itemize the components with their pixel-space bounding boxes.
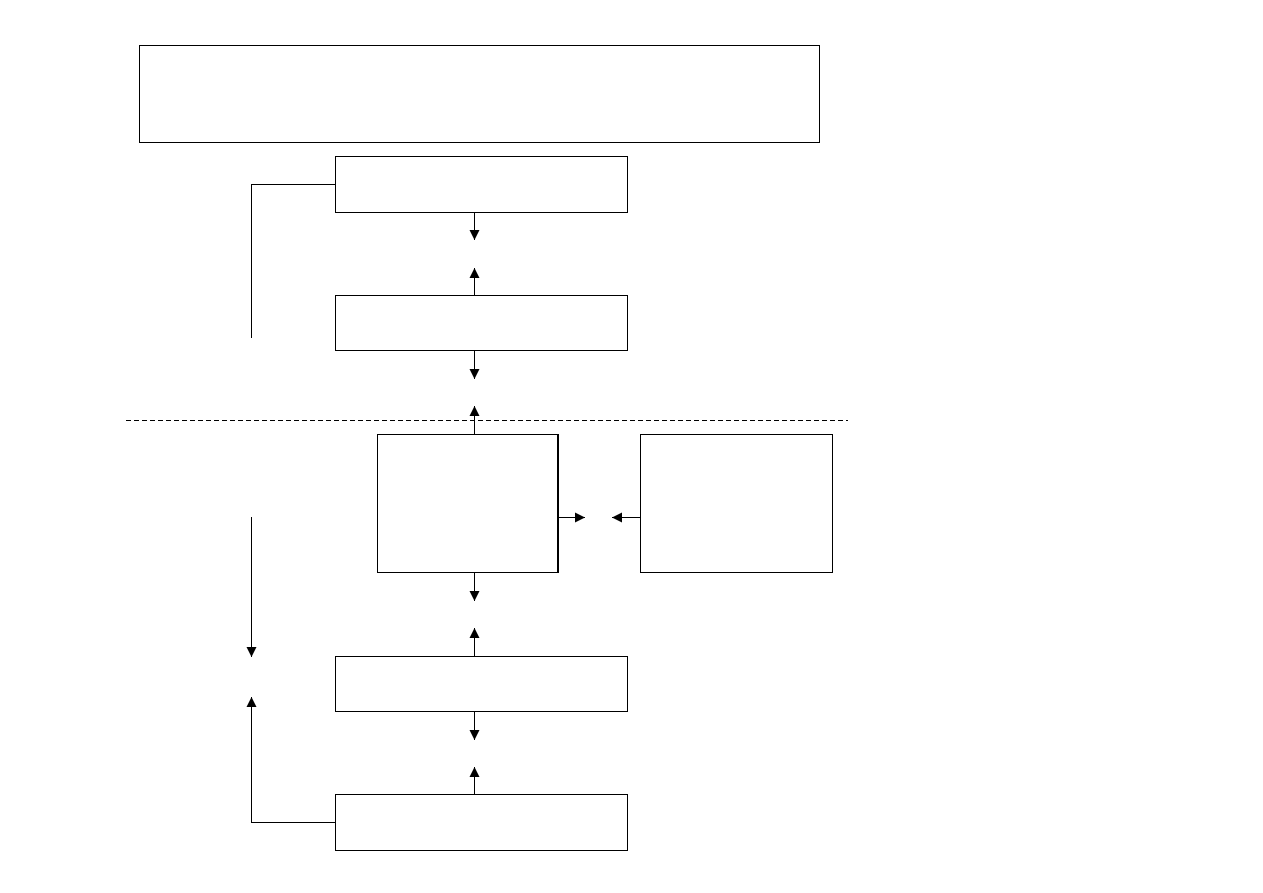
arrow-up-left <box>246 697 335 823</box>
center-box <box>377 434 558 573</box>
process-box-5 <box>335 794 628 851</box>
header-box <box>139 45 820 143</box>
left-line-top <box>251 184 335 338</box>
process-box-4 <box>335 656 628 712</box>
process-box-1 <box>335 156 628 213</box>
process-box-2 <box>335 295 628 351</box>
side-box <box>640 434 833 573</box>
